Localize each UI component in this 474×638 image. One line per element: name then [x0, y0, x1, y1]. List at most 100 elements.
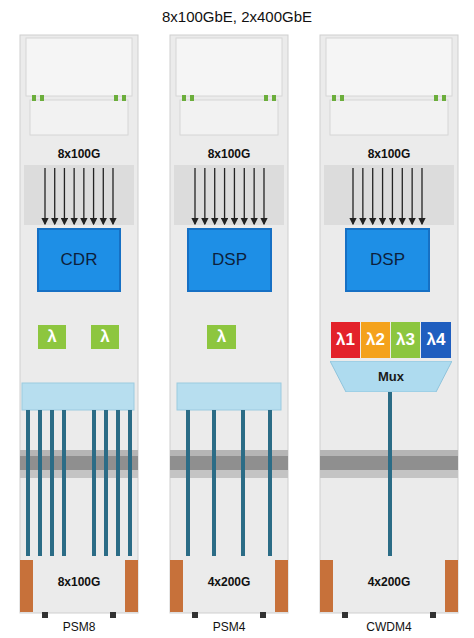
node-text: λ [100, 327, 109, 347]
fiber [38, 410, 42, 556]
lane-arrow [372, 168, 373, 224]
fiber [212, 410, 216, 556]
node-text: Mux [378, 369, 404, 384]
node-text: λ3 [396, 330, 415, 350]
node-text: DSP [370, 250, 405, 270]
latch [342, 612, 348, 618]
lane-arrow [224, 168, 225, 224]
fiber [92, 410, 96, 556]
lane-arrow [352, 168, 353, 224]
lane-arrow [194, 168, 195, 224]
lane-arrow [73, 168, 74, 224]
housing-panel [30, 100, 128, 135]
fiber [268, 410, 272, 556]
laser: λ3 [391, 322, 420, 358]
marker [114, 95, 118, 101]
band [20, 456, 138, 470]
laser: λ1 [331, 322, 360, 358]
transceiver-module [320, 35, 458, 618]
lane-arrow [214, 168, 215, 224]
lane-arrow [253, 168, 254, 224]
latch [192, 612, 198, 618]
latch [110, 612, 116, 618]
housing-panel [326, 38, 452, 96]
lane-arrow [103, 168, 104, 224]
fiber [128, 410, 132, 556]
lane-arrow [244, 168, 245, 224]
host-area [24, 165, 134, 225]
laser: λ [38, 325, 66, 349]
marker [442, 95, 446, 101]
transceiver-module [20, 35, 138, 618]
host-area [324, 165, 454, 225]
lane-arrow [382, 168, 383, 224]
housing [20, 35, 138, 613]
lane-label: 8x100G [56, 575, 103, 589]
node-text: λ1 [336, 330, 355, 350]
fiber [62, 410, 66, 556]
lane-label: 4x200G [206, 575, 253, 589]
node-text: DSP [212, 250, 247, 270]
marker [32, 95, 36, 101]
marker [182, 95, 186, 101]
lane-arrow [362, 168, 363, 224]
lane-arrow [204, 168, 205, 224]
band [20, 470, 138, 478]
lane-arrow [112, 168, 113, 224]
marker [434, 95, 438, 101]
housing-panel [330, 100, 448, 135]
optics-bar [22, 383, 134, 410]
dsp-chip: DSP [187, 228, 272, 292]
lane-arrow [54, 168, 55, 224]
housing-panel [176, 38, 282, 96]
cdr-chip: CDR [37, 228, 121, 292]
marker [340, 95, 344, 101]
lane-arrow [392, 168, 393, 224]
marker [40, 95, 44, 101]
mux-block: Mux [330, 361, 452, 392]
module-name: PSM4 [213, 620, 246, 634]
latch [42, 612, 48, 618]
module-name: PSM8 [63, 620, 96, 634]
laser: λ4 [421, 322, 451, 358]
title: 8x100GbE, 2x400GbE [162, 8, 312, 25]
fiber [50, 410, 54, 556]
fiber [388, 392, 392, 556]
housing [320, 35, 458, 613]
band [20, 450, 138, 456]
latch [260, 612, 266, 618]
marker [264, 95, 268, 101]
lane-arrow [402, 168, 403, 224]
lane-arrow [234, 168, 235, 224]
housing-panel [26, 38, 132, 96]
fiber [241, 410, 245, 556]
node-text: λ4 [427, 330, 446, 350]
node-text: CDR [61, 250, 98, 270]
lane-arrow [93, 168, 94, 224]
fiber [104, 410, 108, 556]
laser: λ [207, 325, 236, 349]
node-text: λ2 [366, 330, 385, 350]
marker [190, 95, 194, 101]
laser: λ2 [361, 322, 390, 358]
fiber [116, 410, 120, 556]
housing [170, 35, 288, 613]
housing-panel [180, 100, 278, 135]
fiber [186, 410, 190, 556]
marker [332, 95, 336, 101]
latch [430, 612, 436, 618]
connector-pin [445, 560, 458, 612]
optics-bar [177, 383, 281, 410]
connector-pin [275, 560, 288, 612]
lane-arrow [411, 168, 412, 224]
node-text: λ [47, 327, 56, 347]
laser: λ [91, 325, 119, 349]
lane-arrow [44, 168, 45, 224]
connector-pin [125, 560, 138, 612]
marker [122, 95, 126, 101]
lane-label: 8x100G [366, 147, 413, 161]
lane-arrow [421, 168, 422, 224]
connector-pin [170, 560, 183, 612]
lane-arrow [64, 168, 65, 224]
host-area [174, 165, 284, 225]
